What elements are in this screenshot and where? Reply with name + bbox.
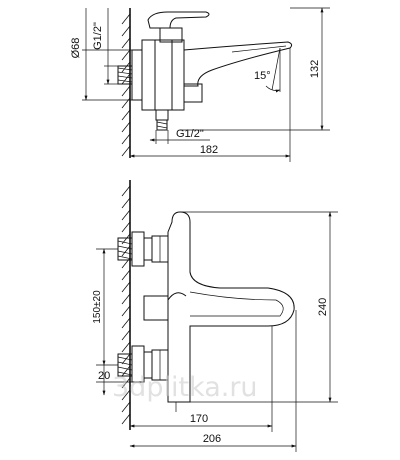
spout-top [183,41,293,87]
spout-front [143,291,284,321]
dia68-label: Ø68 [70,38,82,59]
width-182-label: 182 [200,144,218,156]
height-240-label: 240 [317,298,329,316]
mixer-body-front [167,211,295,403]
thread-left-label: G1/2" [92,22,104,50]
spacing-label: 150±20 [92,290,103,324]
offset-20-label: 20 [98,370,110,382]
top-view: Ø68 G1/2" 15° 132 G1/2" 182 [70,7,330,162]
lever-handle-top [147,11,210,29]
height-132-label: 132 [309,60,321,78]
front-view: 150±20 20 240 170 206 [92,180,338,452]
inlet-upper-front [117,231,169,267]
angle-label: 15° [254,70,271,82]
thread-bottom-label: G1/2" [176,128,204,140]
escutcheon-top [131,49,143,101]
outlet-bottom-top [155,109,169,131]
watermark: 3dplitka.ru [112,372,258,403]
width-170-label: 170 [190,413,208,425]
width-206-label: 206 [203,433,221,445]
wall-top [121,8,131,158]
mixer-body-top [141,27,203,111]
